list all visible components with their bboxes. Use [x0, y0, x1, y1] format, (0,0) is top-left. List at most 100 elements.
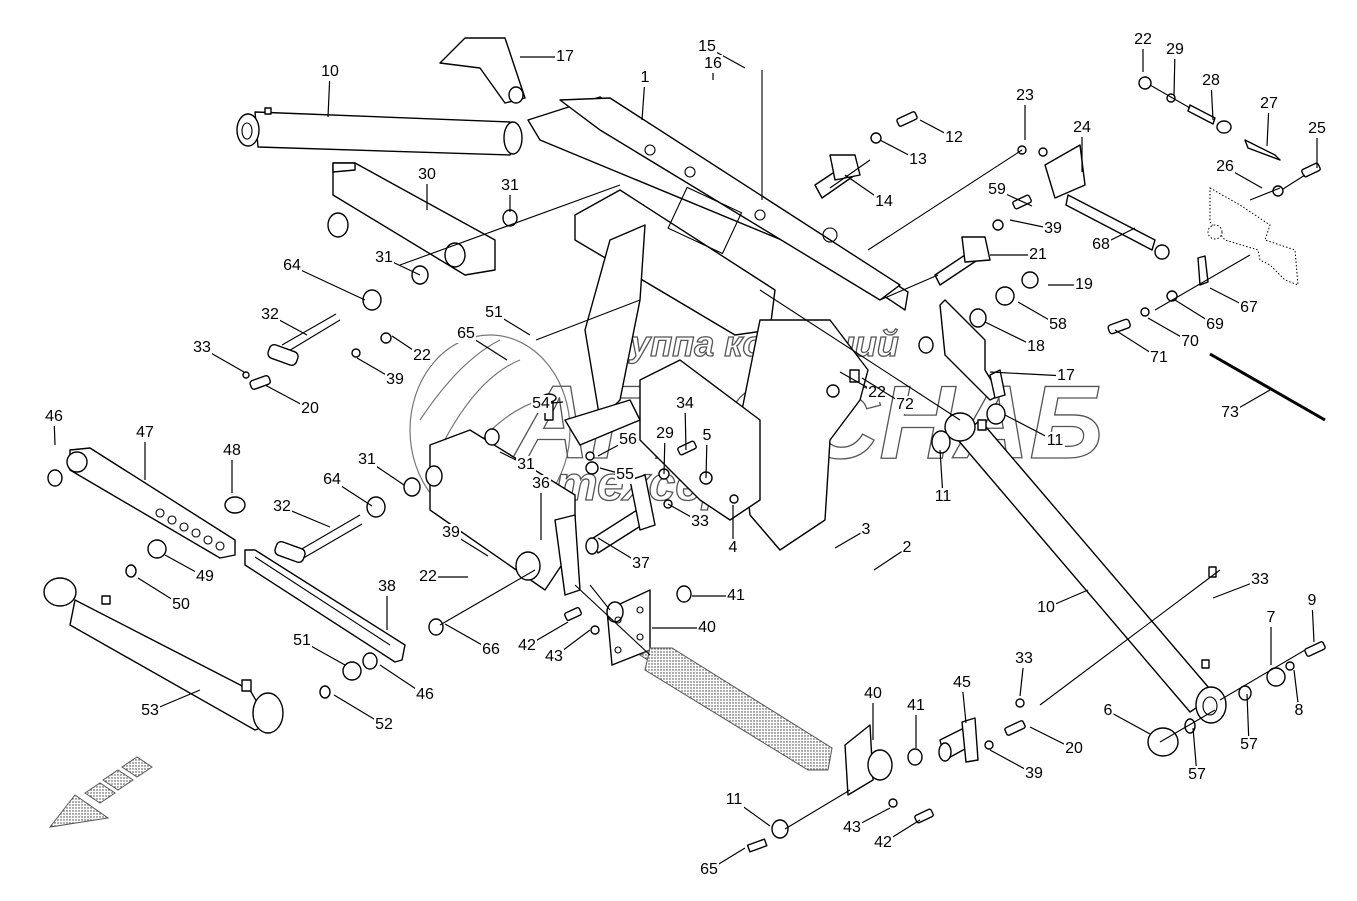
callout-label-background: [282, 257, 302, 275]
callout-26: 26: [1215, 158, 1263, 189]
callout-10b: 10: [1036, 589, 1089, 617]
callout-65b: 65: [699, 847, 746, 879]
callout-label-background: [1149, 349, 1169, 367]
callout-53: 53: [140, 689, 201, 720]
callout-label: 59: [988, 181, 1006, 198]
callout-42a: 42: [517, 621, 569, 655]
callout-11a: 11: [1004, 414, 1065, 450]
callout-65a: 65: [456, 325, 508, 361]
callout-label: 1: [641, 69, 650, 86]
callout-43a: 43: [544, 629, 591, 666]
callout-23: 23: [1015, 87, 1035, 140]
callout-label: 3: [862, 521, 871, 538]
callout-label-background: [615, 466, 635, 484]
callout-55: 55: [599, 466, 635, 484]
callout-57b: 57: [1239, 693, 1259, 754]
callout-70: 70: [1147, 317, 1200, 351]
callout-label: 24: [1073, 119, 1091, 136]
callout-37: 37: [597, 537, 651, 573]
callout-label: 20: [301, 400, 319, 417]
callout-label-background: [655, 425, 675, 443]
callout-label-background: [873, 834, 893, 852]
callout-label-background: [531, 395, 551, 413]
callout-label-background: [987, 181, 1007, 199]
callout-31c: 31: [357, 451, 405, 486]
callout-51b: 51: [484, 304, 531, 336]
callout-label: 16: [704, 55, 722, 72]
callout-27: 27: [1259, 95, 1279, 147]
callout-51a: 51: [292, 632, 346, 666]
callout-label: 53: [141, 702, 159, 719]
callout-label-background: [1239, 736, 1259, 754]
callout-39b: 39: [441, 524, 489, 557]
callout-label-background: [675, 395, 695, 413]
callout-43b: 43: [842, 807, 891, 837]
callout-20b: 20: [1029, 726, 1084, 758]
callout-label: 64: [283, 257, 301, 274]
callout-33d: 33: [1014, 650, 1034, 697]
front-direction-arrow: [48, 756, 153, 828]
callout-label: 40: [698, 619, 716, 636]
callout-label-background: [481, 641, 501, 659]
callout-label-background: [1165, 41, 1185, 59]
callout-68: 68: [1091, 227, 1136, 254]
callout-label-background: [863, 685, 883, 703]
callout-label-background: [357, 451, 377, 469]
callout-54: 54: [531, 395, 564, 413]
callout-11c: 11: [724, 791, 771, 827]
callout-label-background: [842, 819, 862, 837]
callout-39d: 39: [1009, 219, 1063, 238]
callout-label: 22: [1134, 31, 1152, 48]
callout-label: 36: [532, 475, 550, 492]
callout-label-background: [1014, 650, 1034, 668]
callout-7: 7: [1265, 609, 1277, 665]
callout-label: 23: [1016, 87, 1034, 104]
callout-label-background: [1048, 316, 1068, 334]
callout-label-background: [1056, 367, 1076, 385]
callout-label: 31: [517, 456, 535, 473]
callout-label: 22: [868, 384, 886, 401]
callout-12: 12: [919, 119, 964, 147]
callout-label-background: [727, 539, 739, 557]
callout-14: 14: [844, 174, 894, 211]
callout-label-background: [690, 513, 710, 531]
callout-label: 17: [1057, 367, 1075, 384]
callout-label: 31: [358, 451, 376, 468]
callout-label-background: [908, 151, 928, 169]
callout-17a: 17: [520, 48, 575, 66]
callout-49: 49: [164, 554, 215, 586]
callout-label-background: [703, 55, 723, 73]
callout-label-background: [1187, 766, 1207, 784]
callout-label-background: [1102, 702, 1114, 720]
callout-label-background: [901, 539, 913, 557]
callout-label-background: [516, 456, 536, 474]
callout-73: 73: [1220, 389, 1271, 422]
callout-label: 9: [1308, 592, 1317, 609]
callout-label: 33: [193, 339, 211, 356]
callout-label: 11: [1047, 432, 1064, 449]
callout-label-background: [1307, 120, 1327, 138]
callout-label: 68: [1092, 236, 1110, 253]
callout-label-background: [1064, 740, 1084, 758]
callout-33a: 33: [192, 339, 245, 373]
callout-21: 21: [990, 246, 1048, 264]
callout-1: 1: [639, 69, 651, 121]
callout-label-background: [555, 48, 575, 66]
callout-50: 50: [137, 577, 191, 614]
callout-label-background: [171, 596, 191, 614]
callout-label-background: [322, 471, 342, 489]
callout-18: 18: [984, 321, 1046, 356]
callout-25: 25: [1307, 120, 1327, 168]
callout-label-background: [1201, 72, 1221, 90]
callout-label-background: [1293, 702, 1305, 720]
callout-label: 10: [1037, 599, 1055, 616]
callout-label-background: [1306, 592, 1318, 610]
callout-label-background: [320, 63, 340, 81]
callout-label: 65: [700, 861, 718, 878]
callout-46b: 46: [379, 664, 435, 704]
callout-label-background: [944, 129, 964, 147]
callout-label-background: [701, 427, 713, 445]
callout-label: 34: [676, 395, 694, 412]
callout-32b: 32: [272, 498, 331, 528]
callout-31b: 31: [374, 249, 421, 276]
